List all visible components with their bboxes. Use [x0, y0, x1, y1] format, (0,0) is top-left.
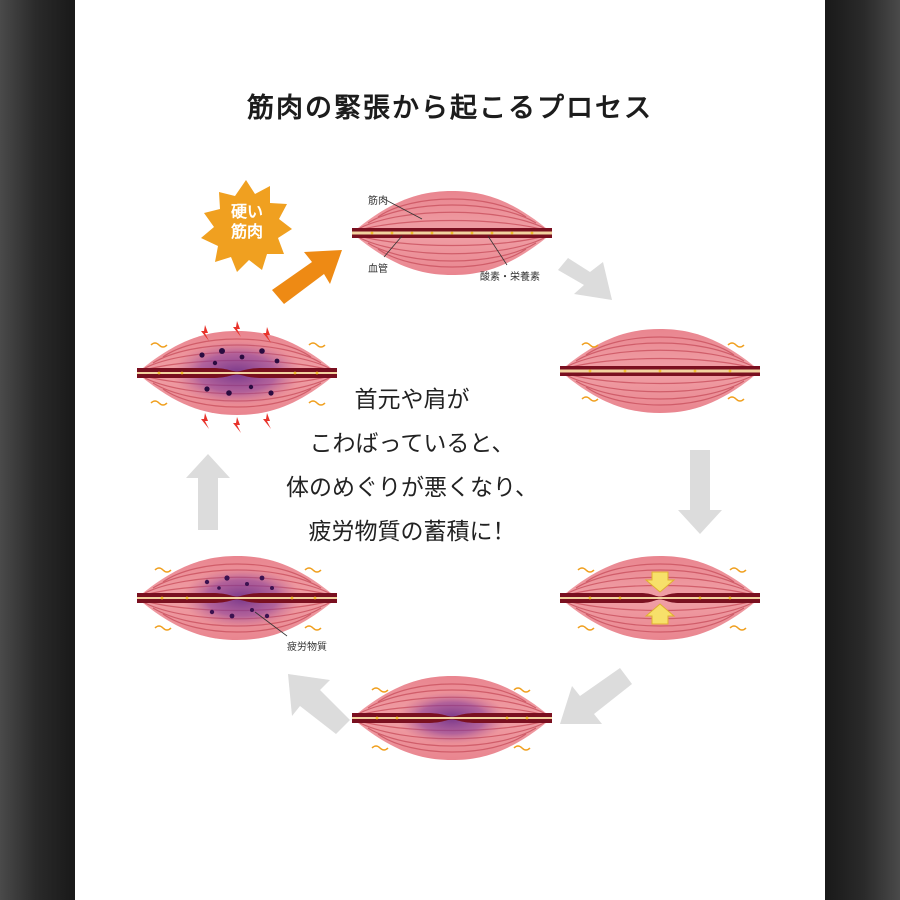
muscle-stage-2 — [559, 328, 761, 414]
muscle-stage-5 — [136, 555, 338, 641]
label-muscle: 筋肉 — [368, 196, 388, 207]
compression-arrow-up-icon — [644, 603, 676, 625]
muscle-stage-3 — [559, 555, 761, 641]
label-fatigue: 疲労物質 — [287, 642, 327, 653]
burst-label-line1: 硬い — [230, 202, 263, 221]
cycle-arrow-5-icon — [186, 454, 230, 530]
center-line-3: 体のめぐりが悪くなり、 — [285, 475, 539, 501]
burst-label-line2: 筋肉 — [230, 222, 263, 241]
center-line-1: 首元や肩が — [354, 387, 470, 413]
label-nutrients: 酸素・栄養素 — [480, 272, 540, 283]
recovery-arrow-icon — [272, 250, 342, 304]
muscle-stage-6 — [136, 321, 338, 433]
label-vessel: 血管 — [368, 264, 388, 275]
cycle-arrow-3-icon — [560, 668, 632, 724]
page-title: 筋肉の緊張から起こるプロセス — [247, 93, 653, 124]
compression-arrow-down-icon — [644, 571, 676, 593]
center-line-2: こわばっていると、 — [309, 431, 515, 457]
muscle-stage-4 — [351, 675, 553, 761]
cycle-arrow-4-icon — [288, 674, 350, 734]
center-message: 首元や肩が こわばっていると、 体のめぐりが悪くなり、 疲労物質の蓄積に！ — [262, 378, 562, 554]
cycle-arrow-1-icon — [558, 258, 612, 300]
pain-spark-icons — [201, 321, 271, 433]
cycle-arrow-2-icon — [678, 450, 722, 534]
burst-label: 硬い 筋肉 — [215, 202, 279, 242]
muscle-stage-1 — [351, 190, 553, 276]
center-line-4: 疲労物質の蓄積に！ — [308, 519, 516, 545]
hard-muscle-burst-icon — [201, 180, 292, 272]
